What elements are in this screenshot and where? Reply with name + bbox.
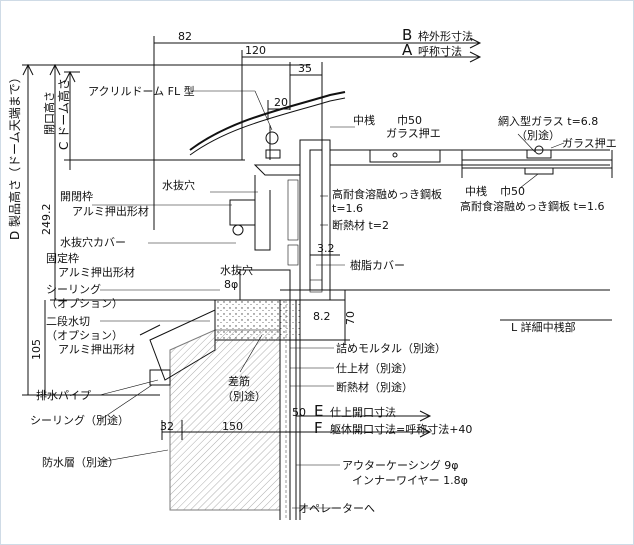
label-dannetsu2: 断熱材 t=2 [332,218,389,232]
dim-A-letter: A [402,41,413,59]
label-sealing-b: シーリング（別途） [30,413,129,427]
dim-120-label: 120 [245,44,266,57]
dim-8-2-label: 8.2 [313,310,331,323]
label-operator: オペレーターへ [298,502,375,515]
label-dannetsu-b: 断熱材（別途） [336,380,413,394]
label-nidan: 二段水切 [46,314,90,328]
dim-F-letter: F [314,419,323,437]
label-sasikin: 差筋 [228,374,250,388]
detail-l-title: L 詳細中桟部 [511,320,576,334]
dim-20-label: 20 [274,96,288,109]
label-D-vertical: D 製品高さ（ドーム天端まで） [7,71,22,240]
dim-B-letter: B [402,26,412,44]
dim-3-2-label: 3.2 [317,242,335,255]
label-alumi3: アルミ押出形材 [58,342,135,356]
label-nakasan: 中桟 [353,113,375,127]
label-option1: （オプション） [46,297,123,310]
dim-B-text: 枠外形寸法 [418,29,473,43]
label-haisui: 排水パイプ [36,388,91,402]
label-koteiwaku: 固定枠 [46,251,79,265]
dim-E-letter: E [314,402,323,420]
label-inner-wire: インナーワイヤー 1.8φ [352,474,468,487]
label-kaiheiwaku: 開閉枠 [60,189,93,203]
dim-E-text: 仕上開口寸法 [330,405,396,419]
label-glass-osae: ガラス押エ [386,126,441,140]
label-koutaishoku: 高耐食溶融めっき鋼板 [332,187,442,201]
label-outer-casing: アウターケーシング 9φ [342,458,459,472]
dim-82-label: 82 [178,30,192,43]
detail-betto: （別途） [516,128,560,142]
detail-haba50: 巾50 [500,184,525,198]
label-sealing-opt: シーリング [46,282,101,296]
curb-structure [139,299,301,520]
detail-glass-osae: ガラス押エ [562,136,617,150]
detail-nakasan: 中桟 [465,184,487,198]
acrylic-dome [189,91,346,160]
dim-A-text: 呼称寸法 [418,44,462,58]
label-phi8: 8φ [224,278,238,291]
label-alumi1: アルミ押出形材 [72,204,149,218]
label-acryl-dome: アクリルドーム FL 型 [88,84,195,98]
dim-F-text: 躯体開口寸法=呼称寸法+40 [330,422,472,436]
dim-70-label: 70 [344,311,357,325]
label-mortar: 詰めモルタル（別途） [336,341,446,355]
bottom-dimensions [161,408,432,440]
label-jushi-cover: 樹脂カバー [350,258,405,272]
right-dimensions [280,232,610,345]
dim-32-label: 32 [160,420,174,433]
label-option2: （オプション） [46,329,123,342]
dim-105-label: 105 [30,339,43,360]
detail-koutaishoku: 高耐食溶融めっき鋼板 t=1.6 [460,199,605,213]
label-bousui: 防水層（別途） [42,455,119,469]
leader-lines [92,90,355,509]
label-C-vertical: C ドーム高さ [56,78,71,150]
dim-50-label: 50 [292,406,306,419]
label-shiage: 仕上材（別途） [336,361,413,375]
label-mizunuki-cover: 水抜穴カバー [60,235,126,249]
detail-l-drawing [461,133,613,321]
dim-249-label: 249.2 [40,204,53,236]
label-open-vertical: 開口高さ [42,91,56,135]
label-haba50: 巾50 [397,113,422,127]
label-t16: t=1.6 [332,202,363,215]
label-alumi2: アルミ押出形材 [58,265,135,279]
detail-amiiri: 網入型ガラス t=6.8 [498,114,598,128]
label-betto: （別途） [222,389,266,403]
top-dimensions [153,36,482,230]
dim-150-label: 150 [222,420,243,433]
label-mizunuki2: 水抜穴 [220,263,253,277]
label-mizunuki: 水抜穴 [162,178,195,192]
